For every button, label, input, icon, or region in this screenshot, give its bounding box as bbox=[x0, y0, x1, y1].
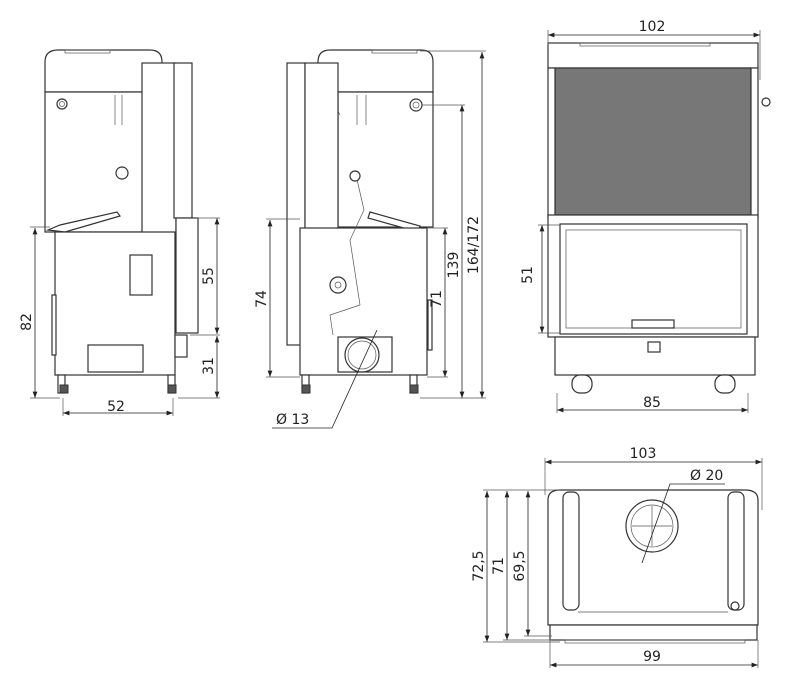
dim-flue-13: Ø 13 bbox=[276, 412, 309, 428]
dim-82: 82 bbox=[19, 313, 35, 331]
dim-51: 51 bbox=[520, 266, 536, 284]
dim-71: 71 bbox=[429, 290, 445, 308]
dim-103: 103 bbox=[630, 446, 657, 462]
front-upper-panel bbox=[554, 67, 752, 216]
dim-69-5: 69,5 bbox=[512, 550, 528, 581]
dim-139: 139 bbox=[446, 252, 462, 279]
dim-164-172: 164/172 bbox=[466, 216, 482, 274]
dim-31: 31 bbox=[201, 357, 217, 375]
dim-74: 74 bbox=[254, 290, 270, 308]
top-view: 103 Ø 20 72,5 71 69,5 99 bbox=[471, 446, 763, 668]
dim-85: 85 bbox=[643, 395, 661, 411]
dim-99: 99 bbox=[643, 649, 661, 665]
dim-55: 55 bbox=[201, 267, 217, 285]
dim-72-5: 72,5 bbox=[471, 550, 487, 581]
dim-flue-20: Ø 20 bbox=[690, 468, 723, 484]
side-view-left: 82 52 55 31 bbox=[19, 49, 220, 416]
dim-71: 71 bbox=[491, 557, 507, 575]
dim-52: 52 bbox=[107, 399, 125, 415]
side-view-right: 74 71 139 164/172 Ø 13 bbox=[254, 49, 486, 429]
front-view: 102 51 85 bbox=[520, 19, 771, 413]
dim-102: 102 bbox=[639, 19, 666, 35]
